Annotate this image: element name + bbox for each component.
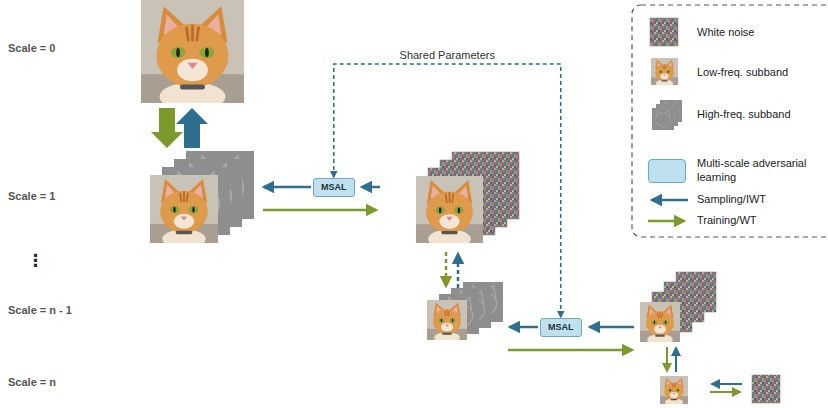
shared-parameters-connector	[334, 64, 561, 317]
legend-noise-sample	[650, 18, 678, 46]
training-arrow	[508, 349, 632, 352]
training-arrow	[710, 391, 740, 393]
legend-text: Sampling/IWT	[697, 193, 809, 207]
scale-label: Scale = 1	[8, 190, 55, 202]
wt-arrow	[151, 108, 183, 148]
legend-swatch	[648, 159, 686, 183]
sampling-arrow	[362, 186, 380, 189]
legend-text: White noise	[697, 26, 809, 40]
edge-label: Shared Parameters	[397, 49, 498, 61]
legend-text: High-freq. subband	[697, 108, 809, 122]
sampling-arrow	[590, 326, 634, 329]
white-noise	[752, 375, 780, 403]
scale-label: Scale = n - 1	[8, 304, 72, 316]
legend-sampling-sample	[652, 199, 688, 202]
low-freq-subband	[150, 175, 218, 248]
scale-label: Scale = n	[8, 376, 56, 388]
iwt-arrow	[176, 108, 208, 148]
box-text: MSAL	[321, 182, 347, 193]
msal-box: MSAL	[540, 318, 582, 337]
training-arrow	[445, 252, 448, 286]
legend-lowfreq-sample	[651, 58, 678, 87]
training-arrow	[666, 347, 668, 371]
msal-box: MSAL	[313, 178, 355, 197]
legend-text: Low-freq. subband	[697, 66, 809, 80]
scale-label: Scale = 0	[8, 42, 55, 54]
box-text: MSAL	[548, 322, 574, 333]
sampling-arrow	[675, 348, 677, 372]
sampling-arrow	[712, 383, 742, 385]
training-arrow	[263, 209, 376, 212]
scale-label: ⋮	[27, 250, 44, 271]
legend-text: Training/WT	[697, 214, 809, 228]
low-freq-subband	[416, 176, 483, 248]
input-image	[141, 0, 244, 111]
legend-frame	[632, 5, 828, 237]
legend-training-sample	[648, 220, 684, 223]
low-freq-subband	[427, 300, 467, 343]
sampling-arrow	[264, 186, 311, 189]
sampling-arrow	[457, 254, 460, 288]
legend-text: Multi-scale adversarial learning	[697, 157, 809, 185]
sampling-arrow	[510, 326, 538, 329]
low-freq-subband	[640, 302, 680, 345]
legend-highfreq-sample	[652, 108, 674, 130]
low-freq-subband	[660, 376, 688, 406]
